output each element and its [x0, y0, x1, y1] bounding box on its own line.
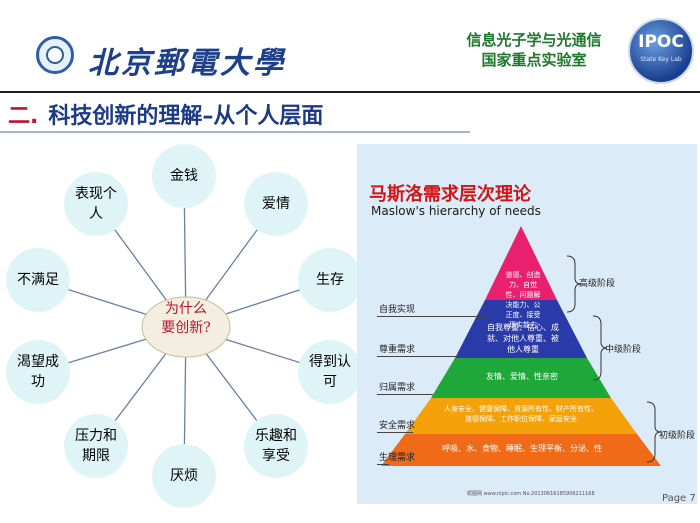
- level-text-1: 道德、创造力、自觉性、问题解决能力、公正度、接受现实能力: [505, 271, 541, 329]
- level-label-3: 归属需求: [379, 383, 416, 393]
- level-label-2: 尊重需求: [379, 345, 416, 355]
- node-survive: 生存: [298, 248, 362, 312]
- slide-header: 北京郵電大學 信息光子学与光通信 国家重点实验室 IPOC State Key …: [0, 0, 700, 93]
- logo-subtext: State Key Lab: [640, 56, 682, 63]
- title-sub: 从个人层面: [213, 104, 324, 129]
- center-line2: 要创新?: [161, 320, 211, 336]
- title-divider: [0, 131, 470, 133]
- level-belonging: [431, 358, 611, 398]
- level-esteem: [455, 300, 587, 358]
- level-text-5: 呼吸、水、食物、睡眠、生理平衡、分泌、性: [442, 444, 602, 453]
- title-main: 科技创新的理解–: [48, 104, 214, 129]
- page-number: Page 7: [662, 493, 696, 504]
- label-line-2: [377, 356, 457, 357]
- node-enjoy: 乐趣和享受: [244, 414, 308, 478]
- node-success: 渴望成功: [6, 340, 70, 404]
- level-physiological: [381, 434, 661, 466]
- node-pressure: 压力和期限: [64, 414, 128, 478]
- level-text-4: 人身安全、健康保障、资源所有性、财产所有性、道德保障、工作职位保障、家庭安全: [444, 405, 598, 423]
- university-name: 北京郵電大學: [88, 46, 286, 81]
- node-recognition: 得到认可: [298, 340, 362, 404]
- label-line-5: [377, 464, 389, 465]
- university-logo-icon: [36, 36, 74, 74]
- bracket-low: [646, 401, 662, 463]
- node-express: 表现个人: [64, 172, 128, 236]
- node-unsatisfied: 不满足: [6, 248, 70, 312]
- label-line-3: [377, 394, 433, 395]
- level-label-1: 自我实现: [379, 305, 416, 315]
- ipoc-logo-icon: IPOC State Key Lab: [628, 18, 694, 84]
- pyramid-title: 马斯洛需求层次理论: [369, 184, 531, 205]
- level-text-2: 自我尊重、信心、成就、对他人尊重、被他人尊重: [487, 323, 559, 354]
- pyramid-graphic: [381, 226, 662, 466]
- wheel-center-label: 为什么 要创新?: [146, 300, 226, 338]
- watermark: 昵图网 www.nipic.com No.2013061618590621116…: [467, 491, 595, 497]
- node-love: 爱情: [244, 172, 308, 236]
- bracket-high: [566, 255, 582, 313]
- lab-name-line2: 国家重点实验室: [481, 51, 587, 69]
- lab-name: 信息光子学与光通信 国家重点实验室: [436, 30, 632, 70]
- label-line-1: [377, 316, 487, 317]
- label-line-4: [377, 432, 413, 433]
- bracket-mid: [592, 315, 608, 381]
- maslow-pyramid: 马斯洛需求层次理论 Maslow's hierarchy of needs 自我…: [357, 144, 697, 504]
- stage-mid: 中级阶段: [605, 345, 642, 355]
- level-text-3: 友情、爱情、性亲密: [486, 372, 558, 381]
- motivation-wheel: 为什么 要创新? 金钱 爱情 生存 得到认可 乐趣和享受 厌烦 压力和期限 渴望…: [0, 132, 362, 523]
- pyramid-subtitle: Maslow's hierarchy of needs: [371, 204, 541, 218]
- wheel-center: [141, 296, 231, 358]
- level-label-4: 安全需求: [379, 421, 416, 431]
- lab-name-line1: 信息光子学与光通信: [466, 31, 602, 49]
- center-line1: 为什么: [165, 301, 207, 317]
- node-money: 金钱: [152, 144, 216, 208]
- level-label-5: 生理需求: [379, 453, 416, 463]
- title-number: 二.: [8, 104, 39, 129]
- stage-low: 初级阶段: [659, 431, 696, 441]
- level-self-actualization: [485, 226, 557, 300]
- stage-high: 高级阶段: [579, 279, 616, 289]
- header-divider: [0, 91, 700, 93]
- logo-text: IPOC: [638, 32, 684, 52]
- slide-title: 二. 科技创新的理解–从个人层面: [8, 98, 323, 130]
- node-bored: 厌烦: [152, 444, 216, 508]
- level-safety: [405, 398, 637, 434]
